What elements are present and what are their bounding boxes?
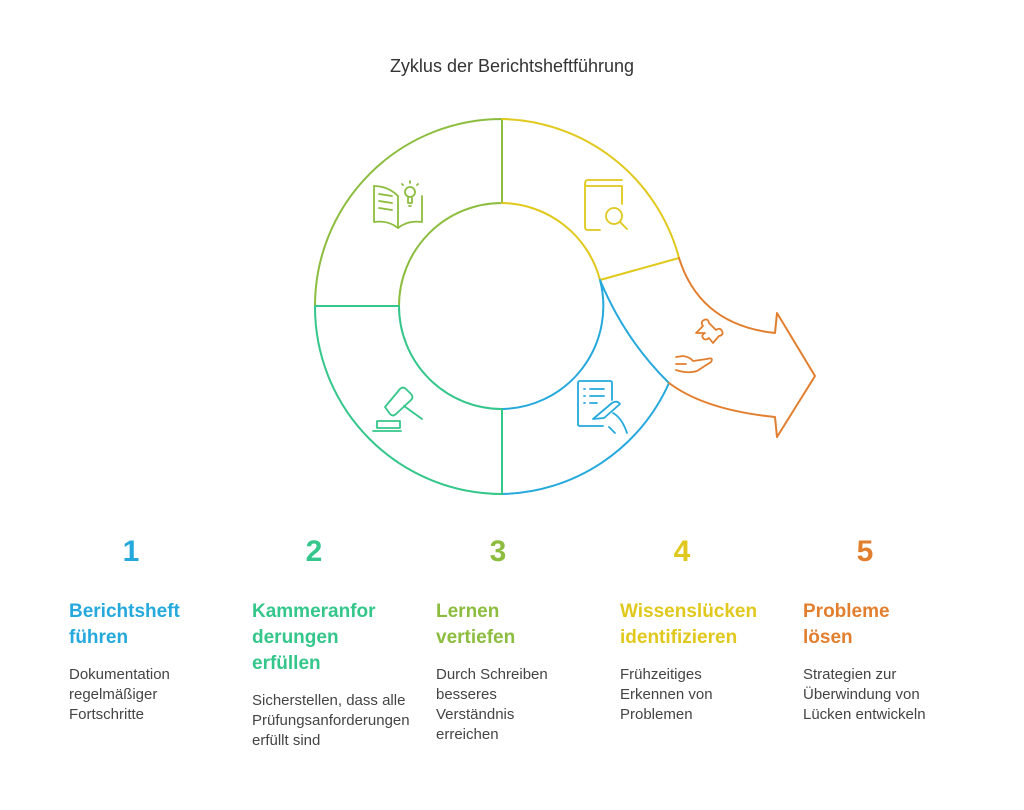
step-1: 1 Berichtsheft führen Dokumentation regelm… [69, 535, 249, 725]
step-heading: Wissenslücken identifizieren [620, 599, 800, 651]
step-heading: Probleme lösen [803, 599, 983, 651]
heading-line: führen [69, 627, 129, 648]
segment-probleme-loesen [668, 257, 816, 438]
gavel-icon [372, 386, 423, 432]
description-line: Durch Schreiben [436, 666, 548, 683]
heading-line: lösen [803, 627, 853, 648]
description-line: besseres [436, 686, 497, 703]
step-number: 1 [122, 535, 140, 568]
heading-line: identifizieren [620, 627, 738, 648]
heading-line: vertiefen [436, 627, 516, 648]
segment-wissensluecken [501, 118, 680, 281]
segment-lernen-vertiefen [314, 118, 503, 307]
description-line: Problemen [620, 706, 693, 723]
writing-checklist-icon [577, 380, 628, 434]
hand-puzzle-icon [675, 318, 724, 374]
description-line: regelmäßiger [69, 686, 158, 703]
step-heading: Lernen vertiefen [436, 599, 616, 651]
heading-line: Kammeranfor [252, 601, 376, 622]
description-line: Erkennen von [620, 686, 713, 703]
description-line: Lücken entwickeln [803, 706, 926, 723]
heading-line: Wissenslücken [620, 601, 758, 622]
step-number: 4 [673, 535, 691, 568]
diagram-title: Zyklus der Berichtsheftführung [389, 56, 635, 76]
heading-line: derungen [252, 627, 339, 648]
cycle-diagram [313, 118, 816, 495]
description-line: erfüllt sind [252, 732, 321, 749]
description-line: Verständnis [436, 706, 515, 723]
step-4: 4 Wissenslücken identifizieren Frühzeitig… [620, 535, 800, 725]
book-lightbulb-icon [373, 180, 423, 229]
step-2: 2 Kammeranfor derungen erfüllen Sicherstel… [252, 535, 432, 751]
heading-line: Berichtsheft [69, 601, 180, 622]
step-heading: Kammeranfor derungen erfüllen [252, 599, 432, 677]
description-line: Strategien zur [803, 666, 897, 683]
description-line: Überwindung von [803, 686, 920, 703]
step-3: 3 Lernen vertiefen Durch Schreiben bessere… [436, 535, 616, 745]
heading-line: erfüllen [252, 653, 321, 674]
step-number: 5 [856, 535, 874, 568]
segment-berichtsheft-fuehren [501, 279, 670, 495]
description-line: Fortschritte [69, 706, 145, 723]
heading-line: Lernen [436, 601, 500, 622]
description-line: Prüfungsanforderungen [252, 712, 410, 729]
description-line: Sicherstellen, dass alle [252, 692, 406, 709]
description-line: Dokumentation [69, 666, 170, 683]
step-heading: Berichtsheft führen [69, 599, 249, 651]
description-line: erreichen [436, 726, 499, 743]
step-number: 3 [489, 535, 507, 568]
book-search-icon [584, 179, 628, 231]
heading-line: Probleme [803, 601, 890, 622]
description-line: Frühzeitiges [620, 666, 702, 683]
segment-kammeranforderungen [313, 305, 503, 495]
step-number: 2 [305, 535, 323, 568]
